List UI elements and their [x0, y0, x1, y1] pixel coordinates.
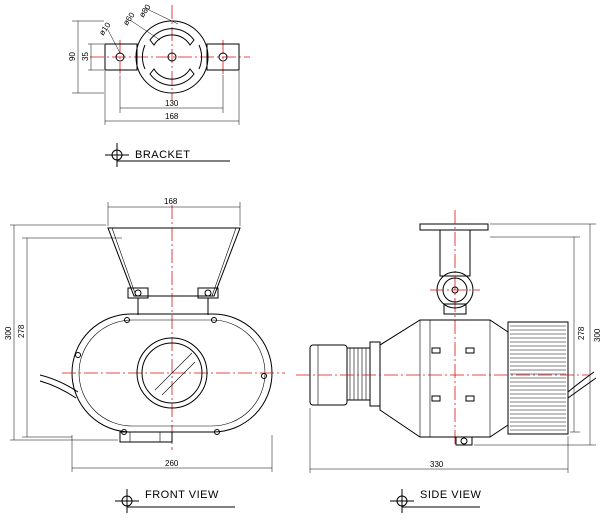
dim-side-300: 300 — [593, 328, 600, 342]
dim-bracket-130: 130 — [165, 99, 179, 108]
bracket-view: ø10 ø60 ø80 90 35 130 168 BRACKET — [68, 2, 250, 167]
dim-bracket-35: 35 — [81, 52, 90, 61]
dim-dia-60: ø60 — [121, 10, 137, 27]
dim-bracket-90: 90 — [68, 52, 77, 61]
dim-front-300: 300 — [4, 326, 13, 340]
side-view-title: SIDE VIEW — [420, 489, 481, 501]
dim-front-168: 168 — [164, 197, 178, 206]
bracket-title: BRACKET — [135, 149, 190, 161]
dim-bracket-168: 168 — [165, 112, 179, 121]
dim-side-330: 330 — [430, 460, 444, 469]
front-view-title: FRONT VIEW — [145, 489, 219, 501]
front-view: 168 30 — [4, 197, 285, 513]
dim-side-278: 278 — [577, 326, 586, 340]
heatsink-fins — [510, 325, 566, 431]
dim-front-278: 278 — [17, 324, 26, 338]
dim-dia-80: ø80 — [137, 2, 153, 19]
side-view: 278 300 330 SIDE VIEW — [296, 210, 600, 513]
dim-front-260: 260 — [165, 459, 179, 468]
